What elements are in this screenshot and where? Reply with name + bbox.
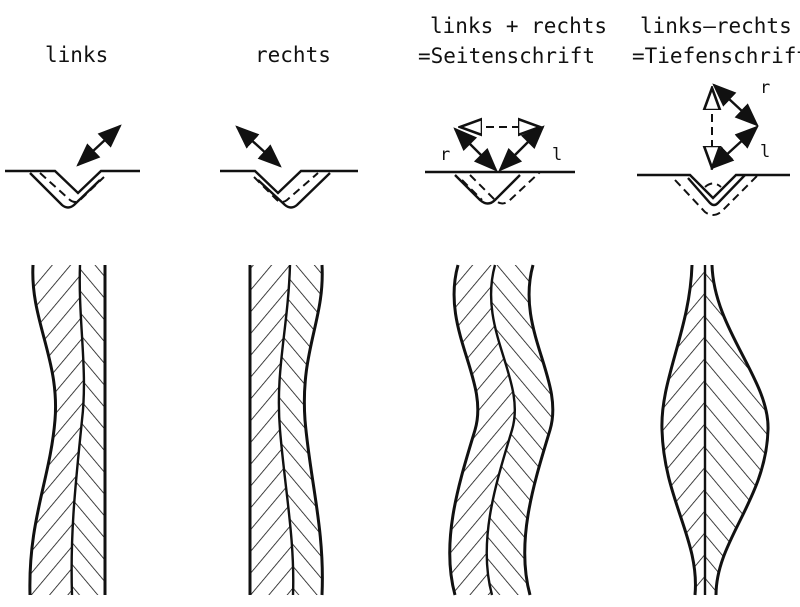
- groove-trace-rechts: [248, 264, 324, 596]
- title-tiefenschrift: =Tiefenschrift: [632, 44, 800, 68]
- arrow-icon: [453, 127, 498, 172]
- arrow-icon: [498, 125, 545, 172]
- cross-section-links: [5, 124, 140, 209]
- arrow-icon: [712, 83, 759, 127]
- label-r: r: [760, 78, 770, 98]
- title-links: links: [45, 43, 108, 67]
- label-l: l: [760, 142, 770, 162]
- label-l: l: [552, 145, 562, 165]
- cross-section-rechts: [220, 125, 358, 209]
- title-rechts: rechts: [255, 43, 331, 67]
- arrow-icon: [235, 125, 282, 168]
- cross-section-tiefenschrift: r l: [637, 78, 790, 216]
- title-links-plus-rechts: links + rechts: [430, 14, 607, 38]
- groove-trace-tiefenschrift: [660, 264, 770, 596]
- title-links-minus-rechts: links–rechts: [640, 14, 792, 38]
- cross-section-seitenschrift: r l: [425, 125, 575, 205]
- title-seitenschrift: =Seitenschrift: [418, 44, 595, 68]
- groove-trace-seitenschrift: [448, 264, 555, 596]
- arrow-icon: [76, 124, 122, 167]
- groove-trace-links: [28, 264, 107, 596]
- arrow-icon: [710, 125, 759, 170]
- label-r: r: [440, 145, 450, 165]
